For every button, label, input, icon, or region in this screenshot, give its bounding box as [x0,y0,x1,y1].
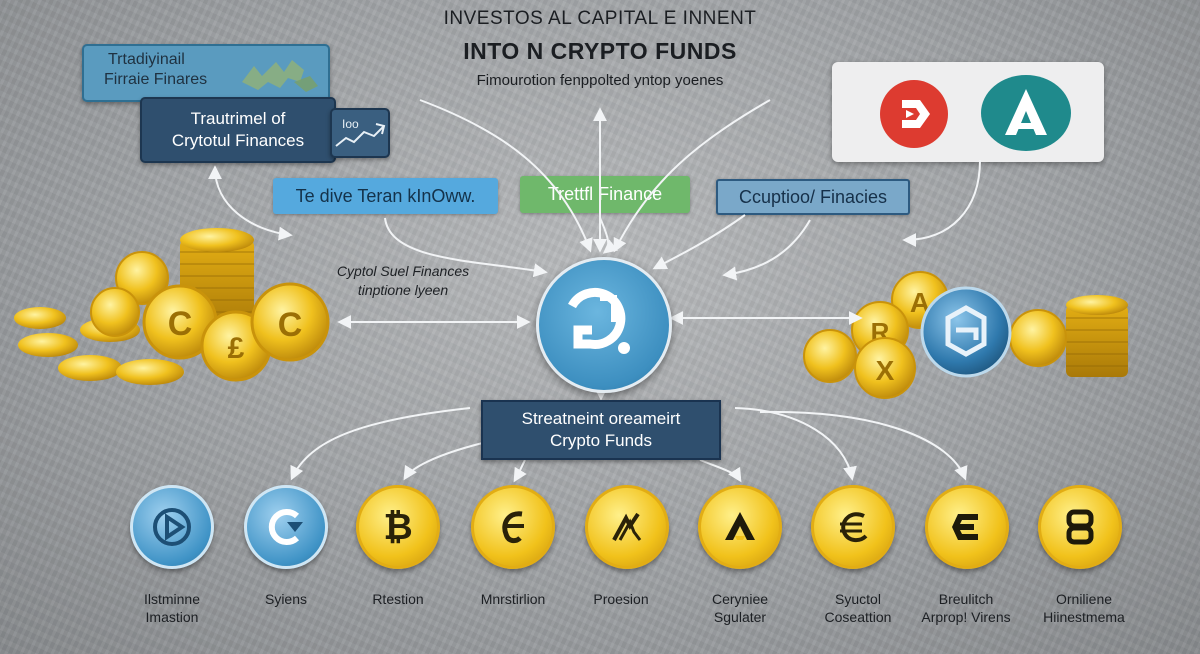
svg-text:£: £ [228,332,245,365]
e-block-icon [952,514,978,540]
red-logo-icon [902,100,930,128]
left-coin-pile: C £ C [14,228,330,385]
coin-label-7-line-1: Syuctol [835,591,881,607]
map-icon [242,60,318,92]
treatment-line-1: Trautrimel of [190,109,286,128]
svg-text:C: C [278,306,303,344]
coin-label-2-line-1: Syiens [264,591,308,607]
coin-label-8: Breulitch Arprop! Virens [906,590,1026,626]
coin-label-8-line-1: Breulitch [938,591,994,607]
coin-angular-a [698,485,782,569]
cursive-c-icon [502,511,524,544]
crypto-funds-box: Streatneint oreameirt Crypto Funds [481,400,721,460]
traditional-line-2: Firraie Finares [104,71,208,88]
coin-label-4-line-1: Mnrstirlion [480,591,546,607]
arrows [208,99,981,483]
coin-play [130,485,214,569]
coin-label-5: Proesion [561,590,681,608]
coin-label-1: Ilstminne Imastion [112,590,232,626]
red-logo [880,80,948,148]
subtitle: Fimourotion fenppolted yntop yoenes [476,72,724,89]
title-line-1: INVESTOS AL CAPITAL E INNENT [443,8,757,29]
svg-text:A: A [910,287,930,318]
s-block-icon [1066,509,1094,545]
chip-left: Te dive Teran kInOww. [273,178,498,214]
angular-a-icon [725,512,755,540]
coin-label-3-line-1: Rtestion [372,591,424,607]
coin-chart-arrow [585,485,669,569]
coin-label-3: Rtestion [338,590,458,608]
teal-logo-icon [1005,89,1047,135]
traditional-finance-label: Trtadiyinail Firraie Finares [104,50,207,90]
svg-text:C: C [168,305,193,343]
chip-right: Ccuptioo/ Finacies [716,179,910,215]
title-line-2: INTO N CRYPTO FUNDS [463,38,737,64]
fund-line-1: Streatneint oreameirt [521,409,681,428]
side-label-line-2: tinptione lyeen [357,282,449,298]
central-hub [536,257,672,393]
teal-logo [981,75,1071,151]
coin-label-6-line-1: Ceryniee [711,591,769,607]
coin-label-2: Syiens [226,590,346,608]
coin-label-5-line-1: Proesion [593,591,649,607]
svg-text:₿: ₿ [383,506,412,547]
coin-label-6: Ceryniee Sgulater [680,590,800,626]
coin-label-8-line-2: Arprop! Virens [921,609,1011,625]
coin-s-block [1038,485,1122,569]
coin-label-1-line-2: Imastion [145,609,199,625]
side-label: Cyptol Suel Finances tinptione lyeen [318,262,488,300]
coin-label-9-line-2: Hiinestmema [1043,609,1125,625]
coin-e-block [925,485,1009,569]
chart-label: Ioo [342,117,359,131]
bitcoin-icon: ₿ [383,506,412,547]
coin-label-7: Syuctol Coseattion [798,590,918,626]
play-icon [153,508,191,546]
coin-cursive-c [471,485,555,569]
coin-label-7-line-2: Coseattion [824,609,892,625]
coin-euro-swirl [811,485,895,569]
coin-label-1-line-1: Ilstminne [143,591,201,607]
c-arrow-icon [268,509,303,545]
chart-arrow-icon [612,512,642,541]
euro-swirl-icon [840,512,868,543]
chart-icon: Ioo [335,117,386,147]
treatment-line-2: Crytotul Finances [171,131,305,150]
coin-c-arrow [244,485,328,569]
mini-chart-box: Ioo [330,108,390,158]
coin-label-6-line-2: Sgulater [713,609,767,625]
svg-text:X: X [876,355,895,386]
traditional-line-1: Trtadiyinail [108,51,185,68]
coin-row: ₿ [0,485,1200,569]
coin-label-9-line-1: Orniliene [1055,591,1113,607]
coin-bitcoin: ₿ [356,485,440,569]
side-label-line-1: Cyptol Suel Finances [336,263,470,279]
coin-label-4: Mnrstirlion [453,590,573,608]
fund-line-2: Crypto Funds [549,431,653,450]
coin-label-9: Orniliene Hiinestmema [1024,590,1144,626]
right-coin-pile: A R X [803,271,1128,399]
